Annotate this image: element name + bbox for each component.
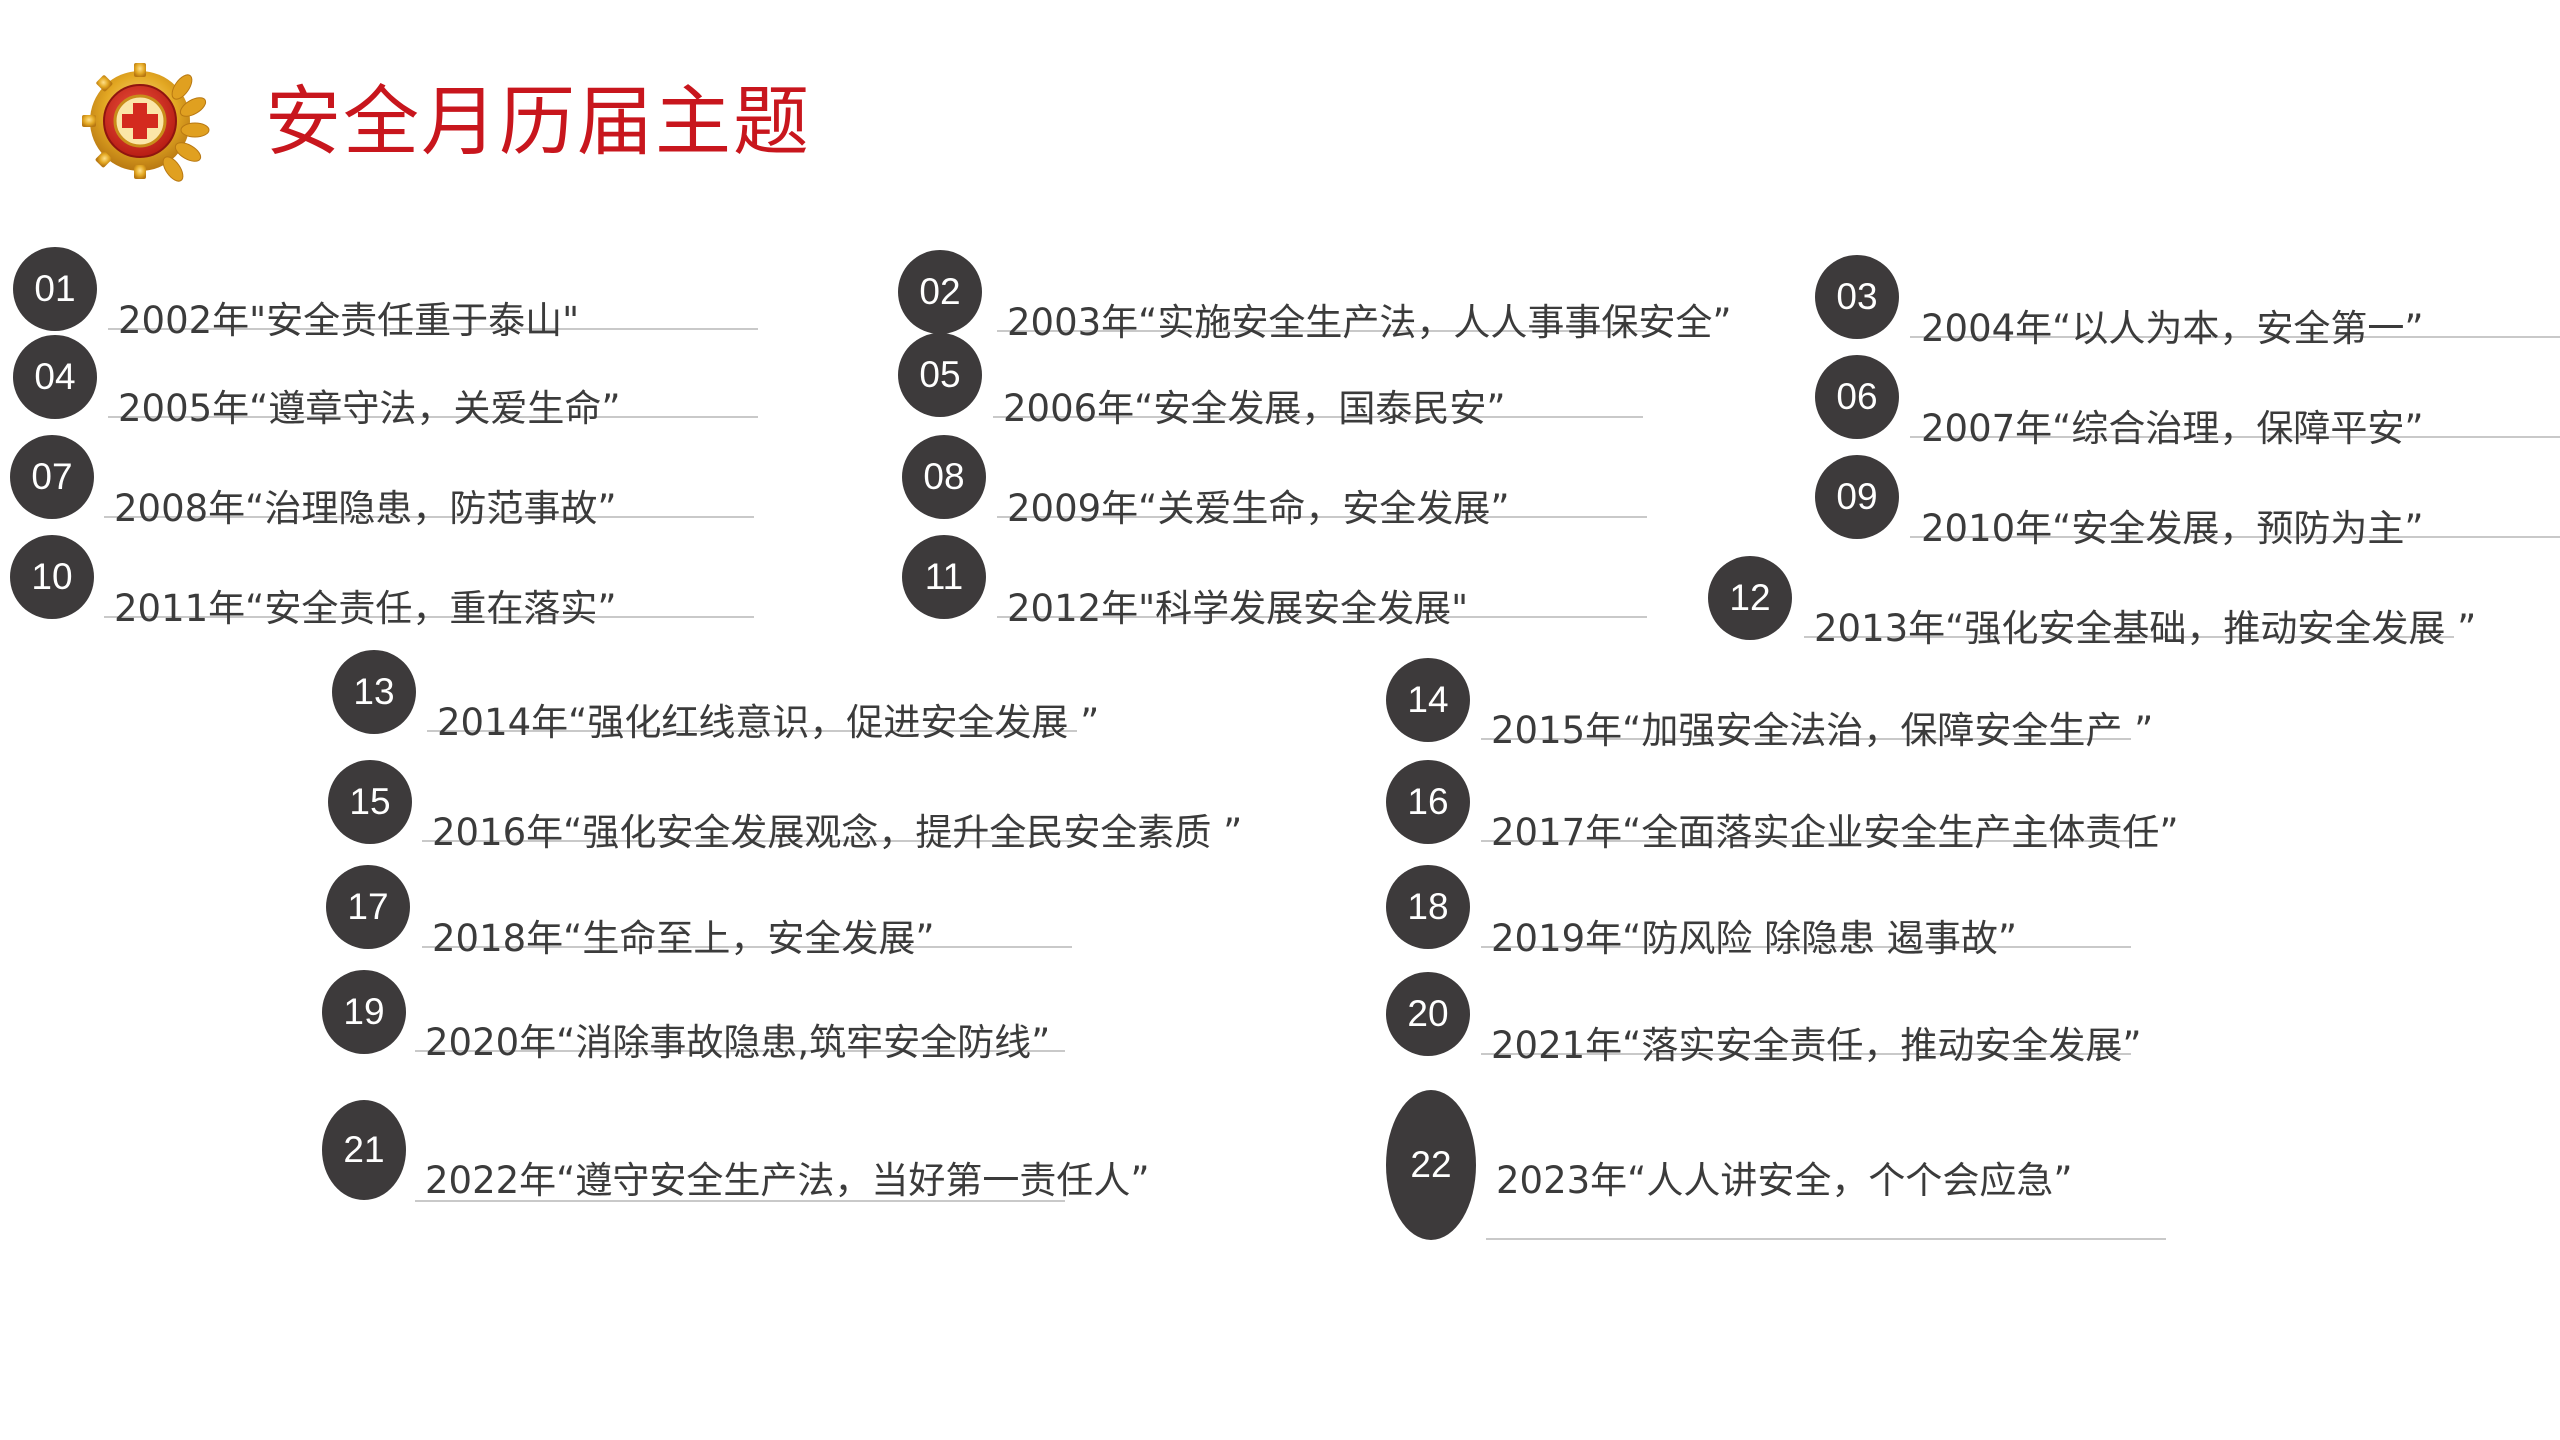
theme-underline [1804, 636, 2454, 638]
theme-underline [415, 1050, 1065, 1052]
theme-number-badge: 04 [13, 335, 97, 419]
safety-emblem-icon [82, 63, 210, 182]
theme-text: 2006年“安全发展，国泰民安” [1003, 387, 1506, 430]
theme-underline [104, 516, 754, 518]
theme-underline [993, 416, 1643, 418]
theme-number-badge: 12 [1708, 556, 1792, 640]
theme-number-badge: 17 [326, 865, 410, 949]
theme-underline [1910, 436, 2560, 438]
theme-underline [1481, 840, 2131, 842]
theme-number-badge: 18 [1386, 865, 1470, 949]
theme-underline [997, 330, 1647, 332]
theme-number-badge: 16 [1386, 760, 1470, 844]
theme-underline [427, 730, 1077, 732]
theme-underline [415, 1200, 1065, 1202]
theme-number-badge: 15 [328, 760, 412, 844]
theme-underline [108, 328, 758, 330]
theme-text: 2014年“强化红线意识，促进安全发展 ” [437, 701, 1100, 744]
theme-number-badge: 03 [1815, 255, 1899, 339]
theme-text: 2015年“加强安全法治，保障安全生产 ” [1491, 709, 2154, 752]
theme-underline [1481, 738, 2131, 740]
theme-number-badge: 14 [1386, 658, 1470, 742]
theme-text: 2003年“实施安全生产法，人人事事保安全” [1007, 301, 1732, 344]
theme-underline [422, 840, 1072, 842]
theme-text: 2010年“安全发展，预防为主” [1921, 507, 2424, 550]
theme-number-badge: 13 [332, 650, 416, 734]
page-title: 安全月历届主题 [265, 77, 811, 166]
theme-underline [1486, 1238, 2166, 1240]
theme-text: 2007年“综合治理，保障平安” [1921, 407, 2424, 450]
theme-underline [104, 616, 754, 618]
theme-underline [1481, 1053, 2131, 1055]
theme-underline [997, 516, 1647, 518]
theme-number-badge: 10 [10, 535, 94, 619]
theme-number-badge: 02 [898, 250, 982, 334]
theme-text: 2017年“全面落实企业安全生产主体责任” [1491, 811, 2179, 854]
theme-number-badge: 11 [902, 535, 986, 619]
theme-text: 2005年“遵章守法，关爱生命” [118, 387, 621, 430]
theme-number-badge: 09 [1815, 455, 1899, 539]
theme-text: 2013年“强化安全基础，推动安全发展 ” [1814, 607, 2477, 650]
theme-underline [108, 416, 758, 418]
theme-number-badge: 01 [13, 247, 97, 331]
theme-underline [997, 616, 1647, 618]
theme-text: 2020年“消除事故隐患,筑牢安全防线” [425, 1021, 1051, 1064]
theme-number-badge: 08 [902, 435, 986, 519]
theme-underline [1481, 946, 2131, 948]
theme-text: 2018年“生命至上，安全发展” [432, 917, 935, 960]
theme-text: 2002年"安全责任重于泰山" [118, 299, 580, 342]
theme-text: 2019年“防风险 除隐患 遏事故” [1491, 917, 2018, 960]
theme-underline [1910, 536, 2560, 538]
theme-number-badge: 22 [1386, 1090, 1476, 1240]
theme-text: 2016年“强化安全发展观念，提升全民安全素质 ” [432, 811, 1243, 854]
theme-text: 2023年“人人讲安全，个个会应急” [1496, 1159, 2073, 1202]
theme-number-badge: 19 [322, 970, 406, 1054]
theme-number-badge: 07 [10, 435, 94, 519]
theme-text: 2004年“以人为本，安全第一” [1921, 307, 2424, 350]
theme-text: 2012年"科学发展安全发展" [1007, 587, 1469, 630]
theme-number-badge: 20 [1386, 972, 1470, 1056]
theme-text: 2021年“落实安全责任，推动安全发展” [1491, 1024, 2142, 1067]
theme-number-badge: 05 [898, 333, 982, 417]
theme-number-badge: 06 [1815, 355, 1899, 439]
theme-text: 2022年“遵守安全生产法，当好第一责任人” [425, 1159, 1150, 1202]
theme-underline [422, 946, 1072, 948]
theme-number-badge: 21 [322, 1100, 406, 1200]
theme-text: 2008年“治理隐患，防范事故” [114, 487, 617, 530]
theme-text: 2009年“关爱生命，安全发展” [1007, 487, 1510, 530]
theme-underline [1910, 336, 2560, 338]
theme-text: 2011年“安全责任，重在落实” [114, 587, 617, 630]
